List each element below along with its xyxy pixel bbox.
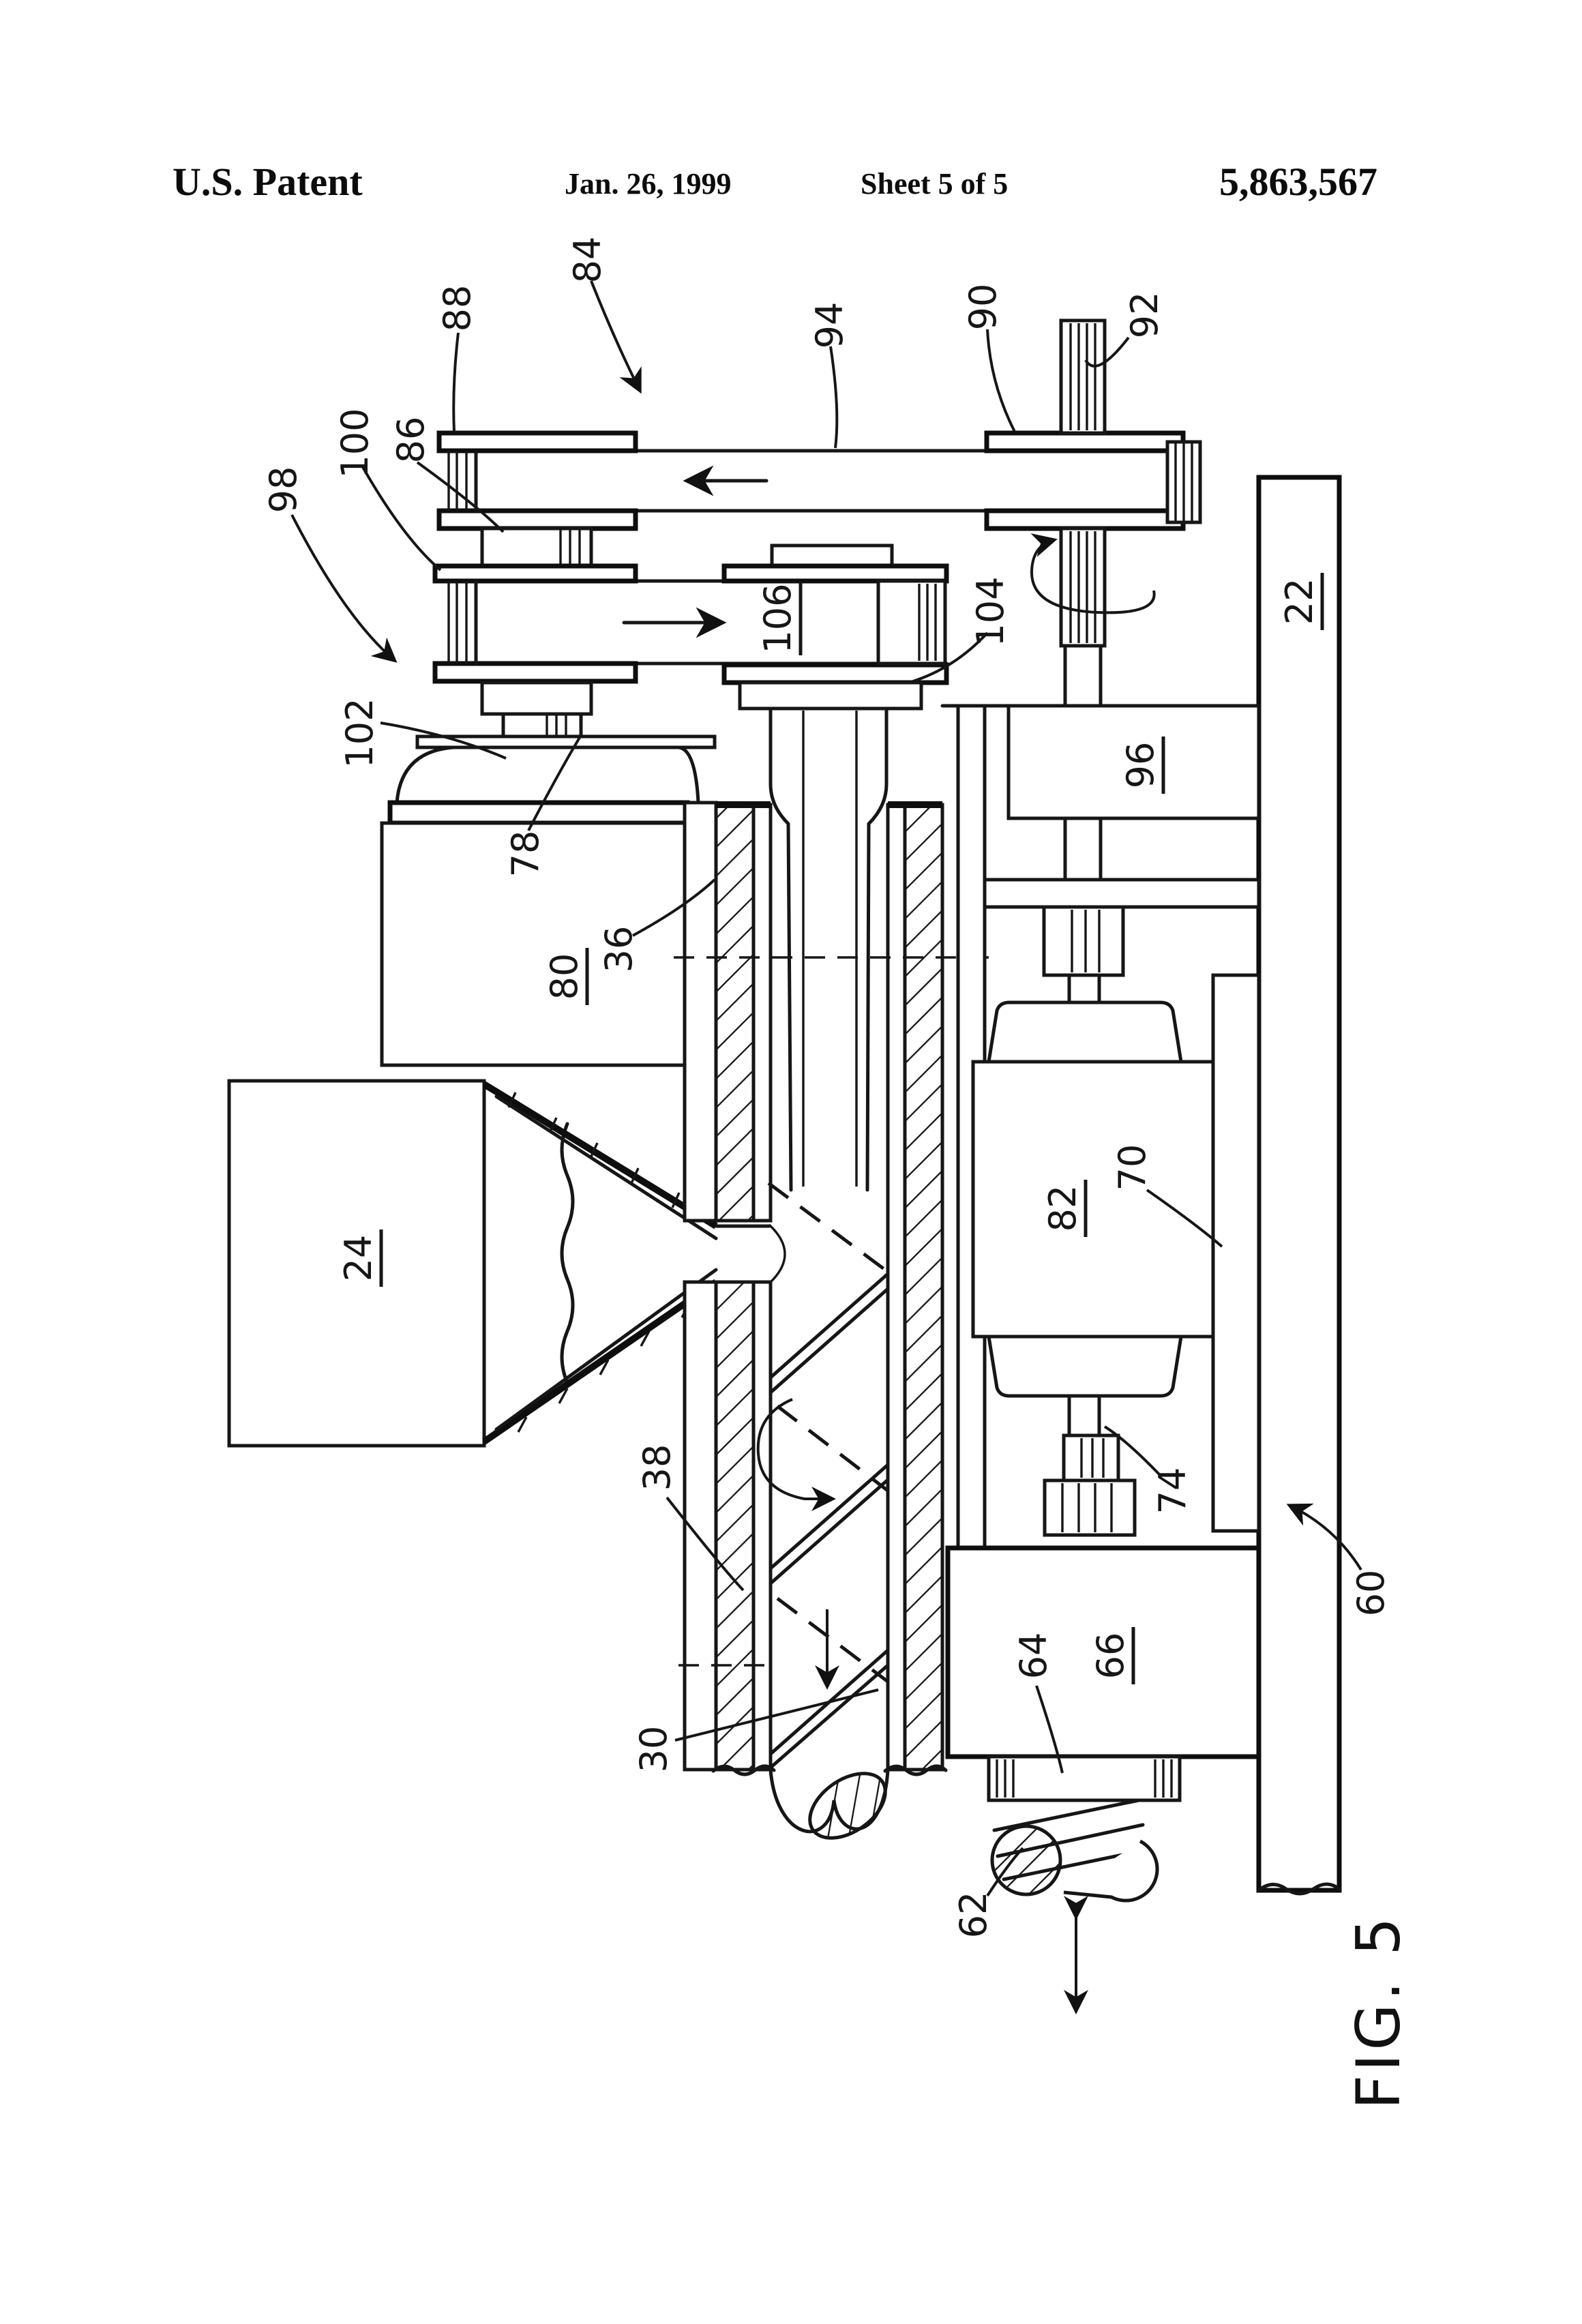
shaft-92-rotation-arrow xyxy=(1030,533,1156,614)
flight-section-hatched xyxy=(808,1772,887,1840)
header-date: Jan. 26, 1999 xyxy=(565,167,731,200)
pulley-90 xyxy=(984,430,1202,531)
motor-82-top-bell xyxy=(987,1000,1183,1064)
motor-80 xyxy=(380,734,717,1067)
hub-102 xyxy=(480,681,593,716)
ref-label-88: 88 xyxy=(436,285,479,332)
header-sheet: Sheet 5 of 5 xyxy=(861,167,1008,200)
hub-86 xyxy=(480,526,593,568)
figure-label: FIG. 5 xyxy=(1343,1914,1414,2110)
barrel-left-liner-upper xyxy=(683,801,718,1223)
gearbox-66 xyxy=(945,1545,1262,1759)
ref-label-30: 30 xyxy=(632,1726,675,1773)
ref-label-78: 78 xyxy=(504,831,547,878)
leader-98-arrow xyxy=(290,514,398,663)
barrel-left-wall-lower xyxy=(714,1280,756,1772)
screw-rotation-arrow xyxy=(756,1398,836,1511)
ref-label-106: 106 xyxy=(756,583,799,653)
worm-flange-64 xyxy=(987,1755,1182,1802)
ref-label-98: 98 xyxy=(262,466,305,513)
leader-84-arrow xyxy=(590,280,642,394)
ref-label-80: 80 xyxy=(543,953,586,1000)
gearbox-66-assembly xyxy=(945,1545,1262,2014)
ref-label-66: 66 xyxy=(1089,1633,1132,1680)
screw-30 xyxy=(738,681,923,1840)
screw-shank-flange xyxy=(738,681,923,711)
barrel-left-wall-upper xyxy=(714,803,756,1223)
ref-label-96: 96 xyxy=(1119,742,1162,789)
worm-screw-62 xyxy=(990,1798,1159,1903)
motor-82 xyxy=(971,1060,1215,1339)
shaft-coupling-block xyxy=(1042,905,1125,977)
bearing-shelf xyxy=(983,878,1261,909)
ref-label-74: 74 xyxy=(1151,1468,1194,1515)
barrel-left-liner-lower xyxy=(683,1280,718,1772)
ref-label-104: 104 xyxy=(969,576,1012,646)
ref-label-70: 70 xyxy=(1111,1144,1154,1191)
hopper-24 xyxy=(227,1079,786,1448)
belt-drive-84 xyxy=(436,318,1202,715)
reference-numerals: 84 88 98 100 86 94 90 92 106 104 102 78 … xyxy=(262,237,1392,1939)
leader-lines xyxy=(290,280,1362,1897)
ref-label-84: 84 xyxy=(566,237,609,284)
gear-shaft xyxy=(1063,816,1103,882)
ref-label-100: 100 xyxy=(333,408,376,478)
coupling-74 xyxy=(1043,1433,1137,1537)
screw-flights-38 xyxy=(767,1181,890,1770)
barrel-right-wall xyxy=(903,803,944,1772)
header-title: U.S. Patent xyxy=(173,160,363,204)
ref-label-38: 38 xyxy=(636,1444,678,1491)
ref-label-62: 62 xyxy=(952,1892,995,1939)
ref-label-64: 64 xyxy=(1012,1633,1055,1680)
base-plate-22 xyxy=(1256,475,1342,1896)
screw-tip xyxy=(768,1768,890,1840)
ref-label-92: 92 xyxy=(1123,292,1166,339)
ref-label-24: 24 xyxy=(337,1235,380,1282)
barrel-wall-break-right xyxy=(883,1764,948,1776)
feed-funnel xyxy=(482,1081,786,1445)
pulley-88 xyxy=(436,430,638,531)
barrel-wall-break-left xyxy=(711,1764,776,1776)
barrel-36 xyxy=(674,801,990,1776)
pulley-100 xyxy=(432,563,638,684)
header: U.S. Patent Jan. 26, 1999 Sheet 5 of 5 5… xyxy=(173,160,1377,204)
motor-80-end-bell xyxy=(395,745,700,805)
pulley-104 xyxy=(721,543,949,685)
header-patent-number: 5,863,567 xyxy=(1219,160,1377,204)
drive-shaft-92 xyxy=(1030,318,1156,715)
svg-text:FIG. 5: FIG. 5 xyxy=(1343,1914,1414,2110)
motor-82-assembly xyxy=(971,973,1261,1537)
material-level-wavy-line xyxy=(560,1122,575,1385)
motor-82-bottom-bell xyxy=(987,1335,1183,1398)
belt-drive-98 xyxy=(432,526,949,746)
ref-label-60: 60 xyxy=(1349,1570,1392,1617)
ref-label-90: 90 xyxy=(961,284,1004,331)
ref-label-86: 86 xyxy=(389,417,432,464)
ref-label-102: 102 xyxy=(338,698,381,768)
motor-82-shaft xyxy=(1067,1394,1101,1437)
ref-label-22: 22 xyxy=(1278,578,1321,625)
worm-section-hatched xyxy=(990,1824,1062,1896)
gearbox-96 xyxy=(1006,704,1261,820)
ref-label-94: 94 xyxy=(808,302,851,349)
ref-label-36: 36 xyxy=(597,926,640,973)
mount-plate-70 xyxy=(1211,973,1261,1533)
leader-60-arrow xyxy=(1286,1503,1362,1571)
ref-label-82: 82 xyxy=(1041,1185,1084,1232)
